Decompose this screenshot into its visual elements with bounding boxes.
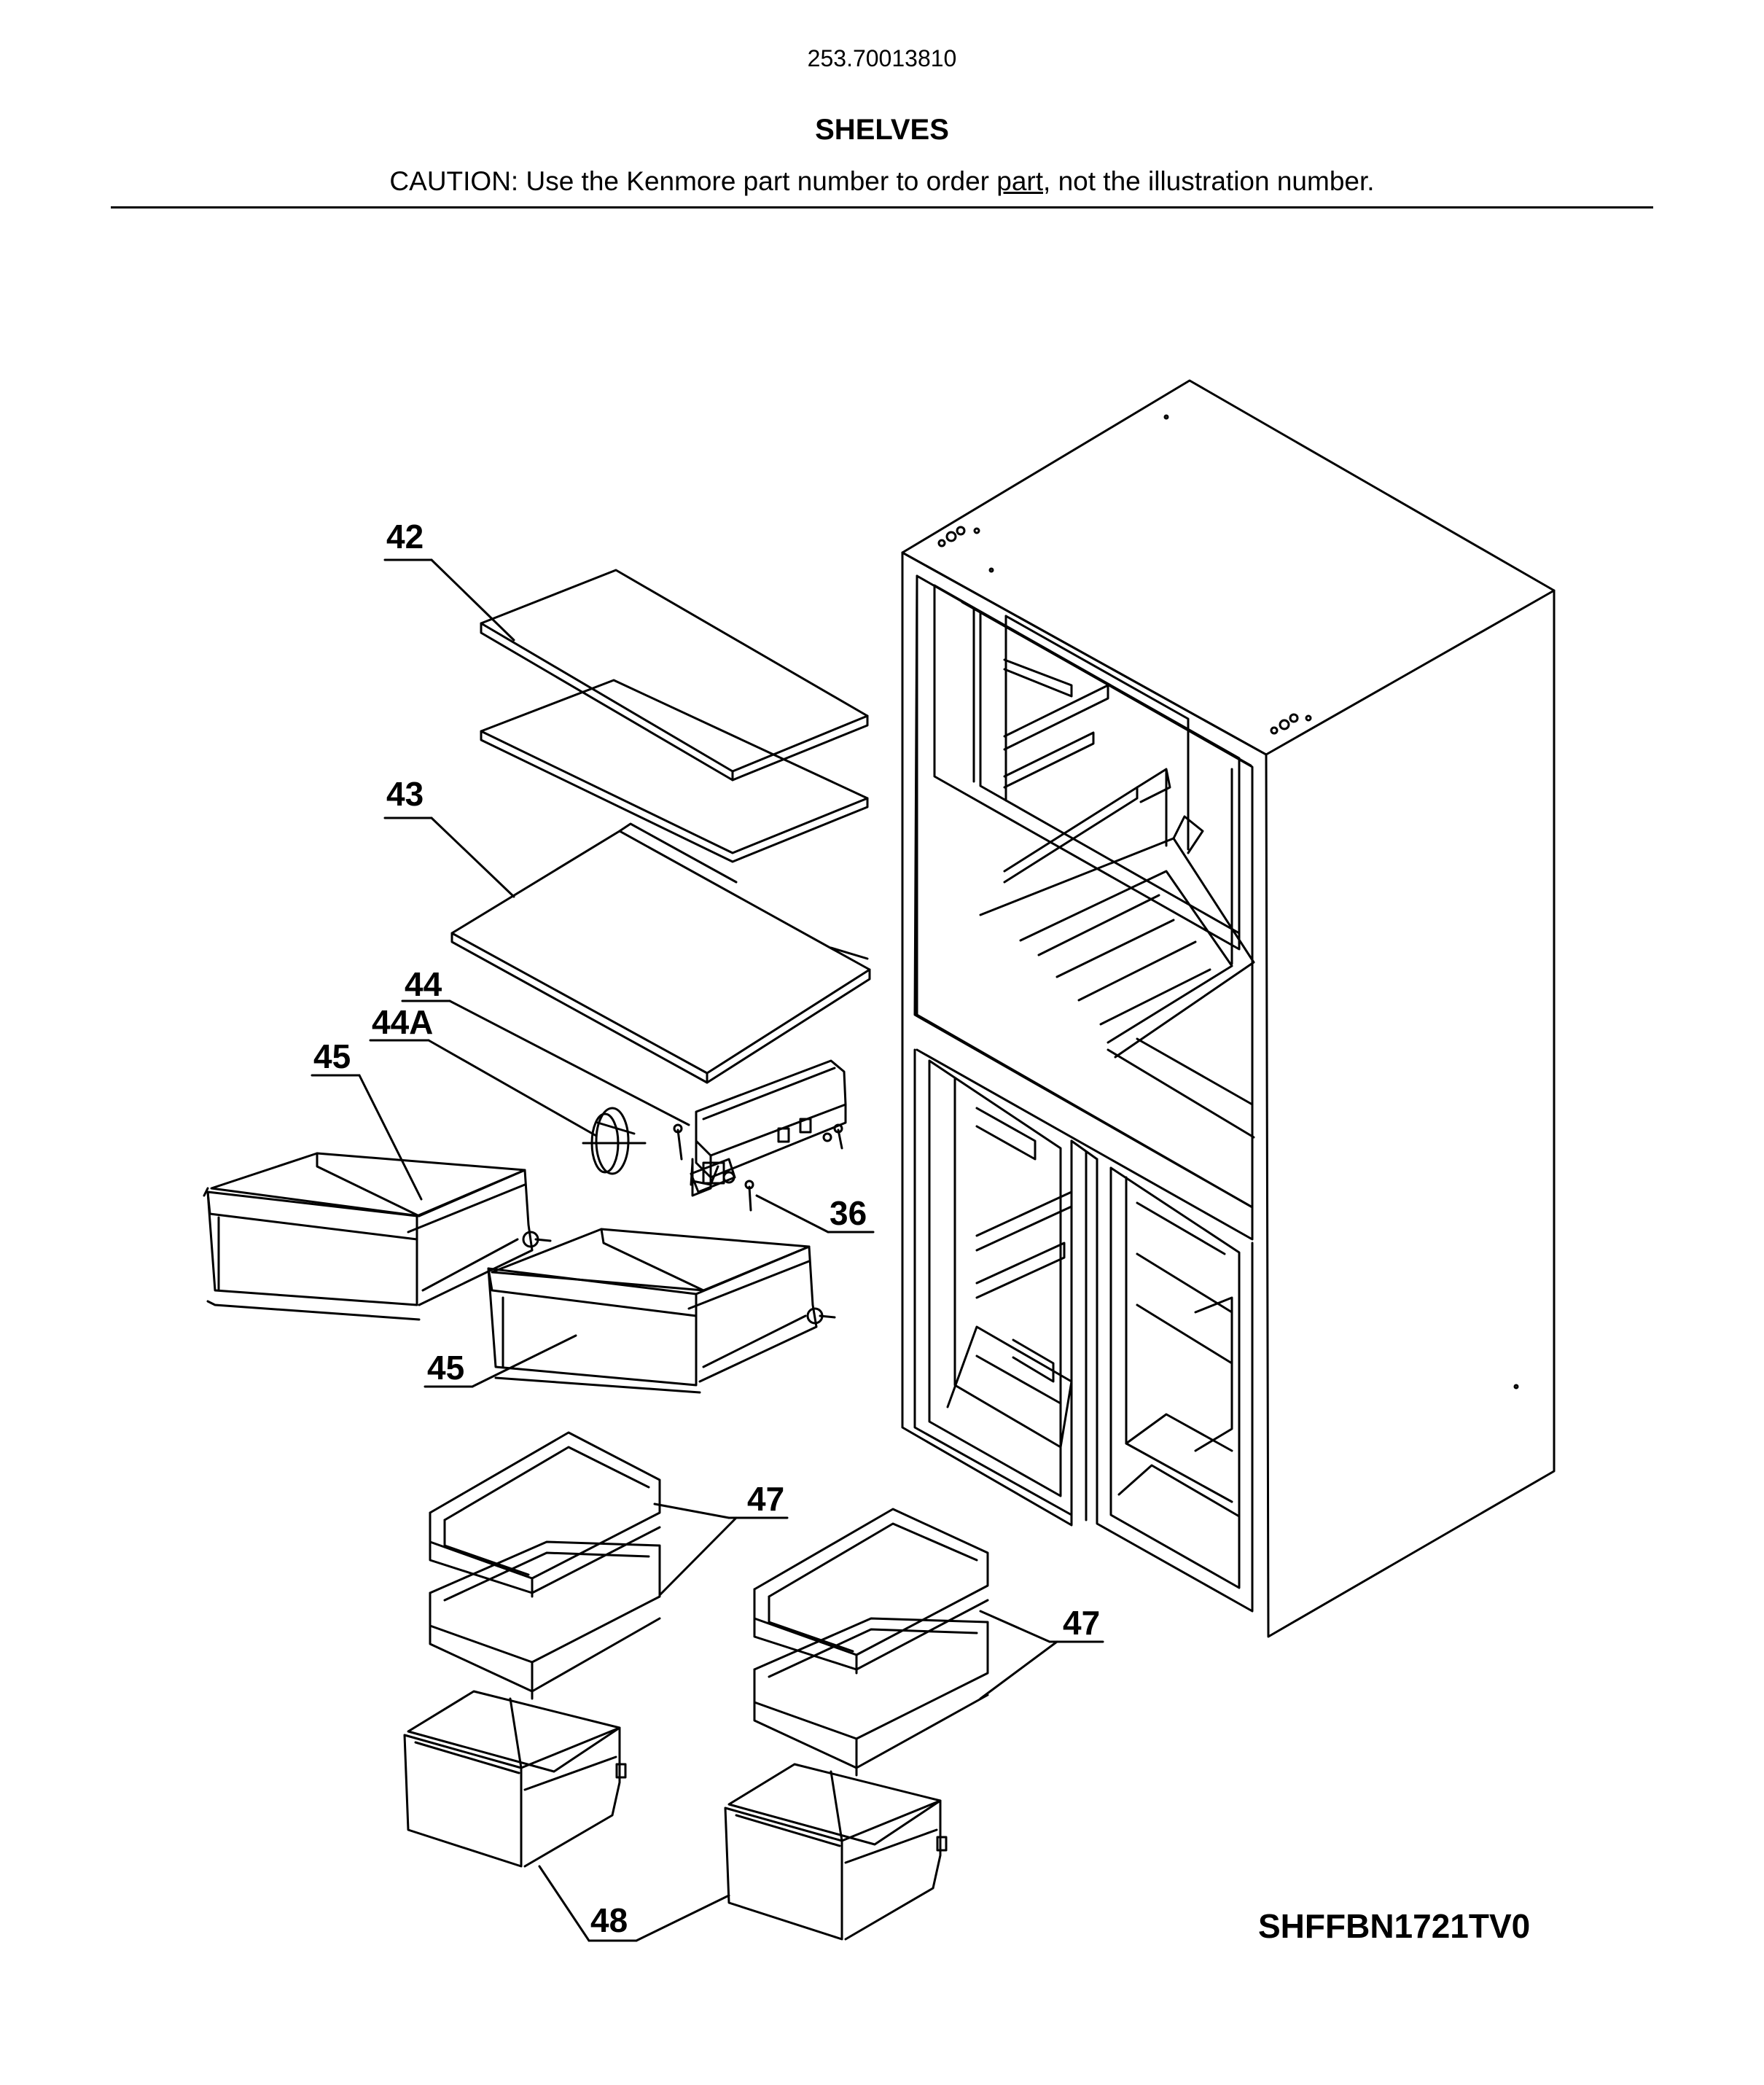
door-bin-47-right-lower (753, 1617, 989, 1777)
callout-45-upper: 45 (311, 1037, 423, 1201)
callout-label-45-upper: 45 (313, 1037, 351, 1075)
callout-42: 42 (383, 518, 515, 642)
callout-label-45-lower: 45 (427, 1349, 464, 1387)
callout-45-lower: 45 (424, 1334, 577, 1388)
callout-47-left: 47 (653, 1480, 789, 1597)
screws-36 (673, 1123, 843, 1212)
callout-47-right: 47 (979, 1604, 1104, 1700)
callout-label-47-right: 47 (1063, 1604, 1100, 1642)
callout-label-43: 43 (386, 775, 424, 813)
callout-36: 36 (755, 1194, 875, 1234)
diagram-id: SHFFBN1721TV0 (1258, 1907, 1531, 1945)
freezer-basket-48-right (724, 1763, 948, 1941)
callout-44A: 44A (369, 1003, 598, 1137)
callout-label-47-left: 47 (747, 1480, 784, 1518)
crisper-cover-bracket-44 (690, 1059, 847, 1197)
section-title: SHELVES (815, 114, 949, 146)
crisper-drawer-45-right (487, 1228, 836, 1394)
callout-label-36: 36 (830, 1194, 867, 1232)
model-number: 253.70013810 (807, 45, 957, 71)
callout-label-44: 44 (405, 965, 442, 1003)
callout-label-42: 42 (386, 518, 424, 556)
header-divider (111, 206, 1653, 208)
caution-text-underlined: part (996, 166, 1044, 196)
glass-shelf-43 (450, 822, 871, 1084)
door-bin-47-left-upper (429, 1431, 661, 1598)
refrigerator-cabinet (901, 379, 1556, 1638)
caution-text-prefix: CAUTION: Use the Kenmore part number to … (389, 166, 997, 196)
crisper-drawer-45-left (203, 1152, 552, 1321)
door-bin-47-right-upper (753, 1508, 989, 1675)
caution-text-suffix: , not the illustration number. (1043, 166, 1375, 196)
callout-label-48: 48 (590, 1901, 628, 1939)
callout-label-44A: 44A (372, 1003, 433, 1041)
freezer-basket-48-left (403, 1690, 627, 1868)
caution-note: CAUTION: Use the Kenmore part number to … (0, 166, 1764, 197)
humidity-control-dial-44A (582, 1107, 647, 1175)
glass-shelf-42 (480, 569, 869, 863)
callout-44: 44 (401, 965, 690, 1126)
callout-48: 48 (538, 1865, 730, 1942)
door-bin-47-left-lower (429, 1540, 661, 1700)
callout-43: 43 (383, 775, 515, 898)
